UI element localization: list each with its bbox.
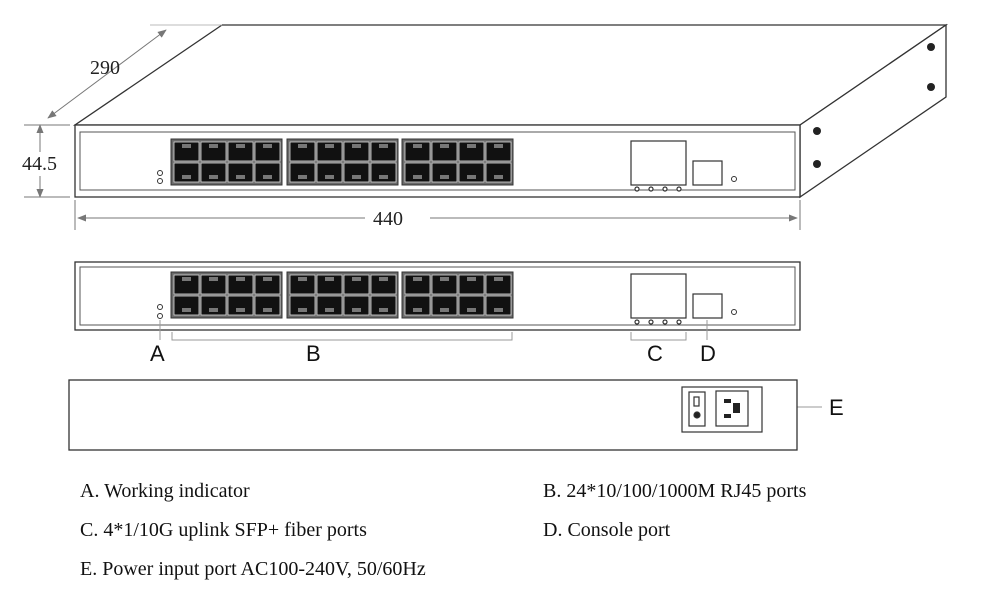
callout-b: B bbox=[306, 341, 321, 366]
rj45-port bbox=[227, 274, 254, 295]
working-indicator-leds bbox=[157, 304, 163, 319]
legend-item-a: A. Working indicator bbox=[80, 480, 250, 502]
rj45-port bbox=[316, 162, 343, 183]
console-port-front bbox=[692, 293, 723, 319]
rj45-port bbox=[254, 162, 281, 183]
rj45-port bbox=[370, 274, 397, 295]
rj45-port bbox=[254, 295, 281, 316]
rj45-port bbox=[458, 295, 485, 316]
rj45-port bbox=[173, 274, 200, 295]
rj45-port bbox=[431, 274, 458, 295]
rj45-port bbox=[343, 295, 370, 316]
legend-item-b: B. 24*10/100/1000M RJ45 ports bbox=[543, 480, 807, 502]
indicator-leds-iso bbox=[157, 170, 163, 184]
rj45-port bbox=[404, 274, 431, 295]
rj45-port bbox=[343, 162, 370, 183]
rj45-port bbox=[404, 295, 431, 316]
rj45-port bbox=[289, 141, 316, 162]
legend-item-d: D. Console port bbox=[543, 519, 671, 541]
rj45-port bbox=[254, 274, 281, 295]
rj45-port bbox=[173, 295, 200, 316]
dimension-lines bbox=[24, 24, 801, 230]
rj45-port bbox=[343, 141, 370, 162]
callout-c: C bbox=[647, 341, 663, 366]
reset-hole-front bbox=[731, 309, 737, 315]
rj45-port bbox=[458, 162, 485, 183]
width-dimension-label: 440 bbox=[373, 208, 403, 230]
front-panel-inner bbox=[79, 266, 796, 326]
chassis-top-face bbox=[72, 24, 949, 126]
rj45-port bbox=[316, 141, 343, 162]
rj45-port-group bbox=[170, 271, 283, 319]
rj45-port bbox=[254, 141, 281, 162]
rj45-port bbox=[227, 162, 254, 183]
rj45-port-group bbox=[286, 138, 399, 186]
rj45-port bbox=[200, 162, 227, 183]
rj45-port bbox=[316, 295, 343, 316]
rj45-port bbox=[227, 295, 254, 316]
rj45-port bbox=[173, 162, 200, 183]
rj45-port bbox=[200, 295, 227, 316]
rj45-port bbox=[458, 274, 485, 295]
rj45-port bbox=[431, 295, 458, 316]
rj45-port bbox=[200, 141, 227, 162]
rear-panel-outline bbox=[68, 379, 798, 451]
rj45-port bbox=[458, 141, 485, 162]
rj45-port-group bbox=[401, 138, 514, 186]
height-dimension-label: 44.5 bbox=[22, 153, 57, 175]
callout-e: E bbox=[829, 395, 844, 420]
rj45-port bbox=[173, 141, 200, 162]
rj45-port bbox=[485, 141, 512, 162]
ac-socket-pins bbox=[724, 399, 740, 418]
legend-item-c: C. 4*1/10G uplink SFP+ fiber ports bbox=[80, 519, 367, 541]
reset-hole-iso bbox=[731, 176, 737, 182]
rj45-port bbox=[289, 295, 316, 316]
rj45-port bbox=[289, 274, 316, 295]
rj45-port bbox=[485, 274, 512, 295]
rj45-port bbox=[431, 141, 458, 162]
rj45-port-group bbox=[286, 271, 399, 319]
rack-mount-holes bbox=[813, 43, 935, 168]
rj45-port bbox=[370, 141, 397, 162]
callout-d: D bbox=[700, 341, 716, 366]
rj45-port-block-front bbox=[170, 271, 514, 319]
rj45-port bbox=[289, 162, 316, 183]
rj45-port-block-iso bbox=[170, 138, 514, 186]
rj45-port bbox=[370, 162, 397, 183]
sfp-ports-iso bbox=[630, 140, 687, 192]
sfp-ports-front bbox=[630, 273, 687, 325]
ac-socket bbox=[715, 390, 749, 427]
rj45-port-group bbox=[401, 271, 514, 319]
rj45-port bbox=[485, 295, 512, 316]
rj45-port bbox=[404, 162, 431, 183]
rj45-port bbox=[404, 141, 431, 162]
power-input-port bbox=[681, 386, 763, 433]
legend-item-e: E. Power input port AC100-240V, 50/60Hz bbox=[80, 558, 426, 580]
callout-a: A bbox=[150, 341, 165, 366]
rj45-port bbox=[431, 162, 458, 183]
rj45-port-group bbox=[170, 138, 283, 186]
console-port-iso bbox=[692, 160, 723, 186]
rj45-port bbox=[343, 274, 370, 295]
rj45-port bbox=[227, 141, 254, 162]
depth-dimension-label: 290 bbox=[90, 57, 120, 79]
rj45-port bbox=[200, 274, 227, 295]
rj45-port bbox=[316, 274, 343, 295]
power-switch bbox=[688, 391, 706, 427]
rj45-port bbox=[485, 162, 512, 183]
rj45-port bbox=[370, 295, 397, 316]
